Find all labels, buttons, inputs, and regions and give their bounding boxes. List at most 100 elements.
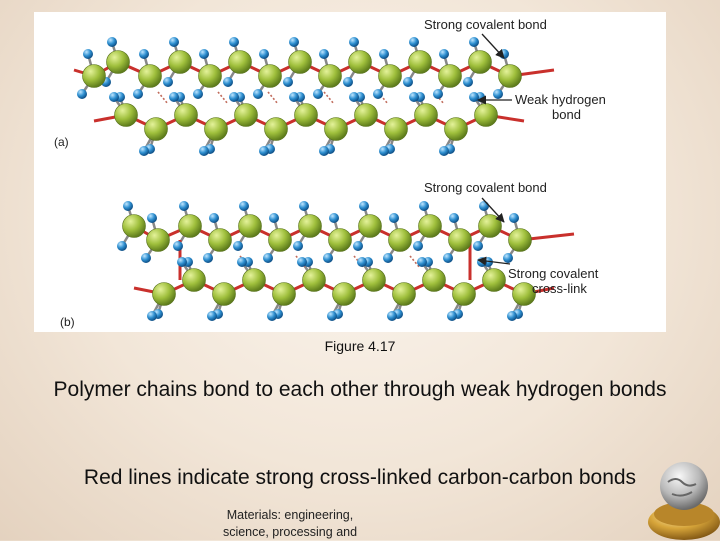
carbon-atom-a-bottom (294, 103, 318, 127)
carbon-atom-b-bottom (452, 282, 476, 306)
hydrogen-atom-a-bottom (469, 92, 479, 102)
hydrogen-atom-a-top (493, 89, 503, 99)
hydrogen-atom-b-bottom (357, 257, 367, 267)
label-b-cross-link-line1: Strong covalent (508, 266, 599, 281)
label-a-weak-hydrogen-line2: bond (552, 107, 581, 122)
hydrogen-atom-a-top (289, 37, 299, 47)
hydrogen-atom-b-top (353, 241, 363, 251)
hydrogen-atom-b-top (389, 213, 399, 223)
carbon-atom-a-bottom (324, 117, 348, 141)
label-b-strong-covalent-bond: Strong covalent bond (424, 180, 547, 195)
hydrogen-atom-a-bottom (379, 146, 389, 156)
carbon-atom-b-top (208, 228, 232, 252)
hydrogen-atom-b-bottom (267, 311, 277, 321)
hydrogen-atom-b-top (141, 253, 151, 263)
hydrogen-atom-b-top (359, 201, 369, 211)
footer-citation: Materials: engineering, science, process… (190, 507, 390, 541)
hydrogen-atom-a-top (229, 37, 239, 47)
carbon-atom-b-bottom (182, 268, 206, 292)
carbon-atom-a-bottom (204, 117, 228, 141)
hydrogen-atom-a-top (193, 89, 203, 99)
carbon-atom-b-bottom (362, 268, 386, 292)
hydrogen-atom-a-bottom (259, 146, 269, 156)
hydrogen-atom-a-bottom (349, 92, 359, 102)
hydrogen-atom-a-top (373, 89, 383, 99)
polymer-chain-diagram: Strong covalent bond Weak hydrogen bond … (54, 17, 606, 329)
carbon-atom-a-bottom (384, 117, 408, 141)
label-a-strong-covalent-bond: Strong covalent bond (424, 17, 547, 32)
hydrogen-atom-a-bottom (199, 146, 209, 156)
globe-ornament-icon (648, 462, 720, 540)
hydrogen-atom-a-top (319, 49, 329, 59)
carbon-atom-a-top (198, 64, 222, 88)
hydrogen-atom-a-top (379, 49, 389, 59)
carbon-atom-a-top (288, 50, 312, 74)
hydrogen-atom-b-top (413, 241, 423, 251)
hydrogen-atom-b-top (123, 201, 133, 211)
footer-line-1: Materials: engineering, (226, 508, 354, 522)
hydrogen-atom-b-top (299, 201, 309, 211)
carbon-atom-b-top (418, 214, 442, 238)
label-b-cross-link-line2: cross-link (532, 281, 587, 296)
carbon-atom-b-bottom (242, 268, 266, 292)
hydrogen-atom-a-top (409, 37, 419, 47)
hydrogen-atom-b-top (203, 253, 213, 263)
part-label-b: (b) (60, 315, 75, 329)
hydrogen-atom-a-top (343, 77, 353, 87)
carbon-atom-b-top (388, 228, 412, 252)
hydrogen-atom-b-top (209, 213, 219, 223)
hydrogen-atom-b-top (473, 241, 483, 251)
hydrogen-atom-b-bottom (237, 257, 247, 267)
hydrogen-atom-a-top (439, 49, 449, 59)
hydrogen-atom-a-top (433, 89, 443, 99)
carbon-atom-a-bottom (234, 103, 258, 127)
hydrogen-atom-b-bottom (477, 257, 487, 267)
carbon-atom-b-top (122, 214, 146, 238)
carbon-atom-a-bottom (174, 103, 198, 127)
hydrogen-atom-a-top (139, 49, 149, 59)
backbone-bond-b-top (123, 224, 575, 242)
hydrogen-bond-a (433, 91, 445, 105)
carbon-atom-b-top (478, 214, 502, 238)
hydrogen-atom-b-bottom (447, 311, 457, 321)
hydrogen-bond-a (377, 91, 389, 105)
hydrogen-atom-a-top (463, 77, 473, 87)
carbon-atom-a-top (318, 64, 342, 88)
hydrogen-atom-b-top (173, 241, 183, 251)
hydrogen-atom-a-top (259, 49, 269, 59)
hydrogen-atom-b-top (383, 253, 393, 263)
hydrogen-atom-b-top (323, 253, 333, 263)
carbon-atom-a-bottom (414, 103, 438, 127)
carbon-atom-b-top (328, 228, 352, 252)
carbon-atom-b-top (238, 214, 262, 238)
arrow-b-covalent (481, 197, 505, 223)
hydrogen-atom-a-bottom (409, 92, 419, 102)
carbon-atom-b-top (146, 228, 170, 252)
carbon-atom-b-bottom (422, 268, 446, 292)
hydrogen-atom-b-bottom (387, 311, 397, 321)
hydrogen-atom-b-top (479, 201, 489, 211)
hydrogen-atom-a-top (163, 77, 173, 87)
carbon-atom-b-bottom (332, 282, 356, 306)
hydrogen-atom-a-top (133, 89, 143, 99)
hydrogen-atom-b-top (269, 213, 279, 223)
hydrogen-atom-a-bottom (109, 92, 119, 102)
hydrogen-atom-b-top (117, 241, 127, 251)
hydrogen-atom-a-top (403, 77, 413, 87)
carbon-atom-b-top (268, 228, 292, 252)
carbon-atom-a-bottom (144, 117, 168, 141)
hydrogen-atom-a-top (83, 49, 93, 59)
hydrogen-bond-a (217, 91, 229, 105)
hydrogen-atom-b-top (449, 213, 459, 223)
hydrogen-atom-b-bottom (147, 311, 157, 321)
hydrogen-atom-a-bottom (319, 146, 329, 156)
hydrogen-atom-b-top (233, 241, 243, 251)
part-label-a: (a) (54, 135, 69, 149)
hydrogen-atom-b-top (419, 201, 429, 211)
carbon-atom-a-top (168, 50, 192, 74)
carbon-atom-a-top (348, 50, 372, 74)
carbon-atom-b-top (298, 214, 322, 238)
carbon-atom-a-top (82, 64, 106, 88)
carbon-atom-a-top (498, 64, 522, 88)
hydrogen-atom-b-bottom (207, 311, 217, 321)
